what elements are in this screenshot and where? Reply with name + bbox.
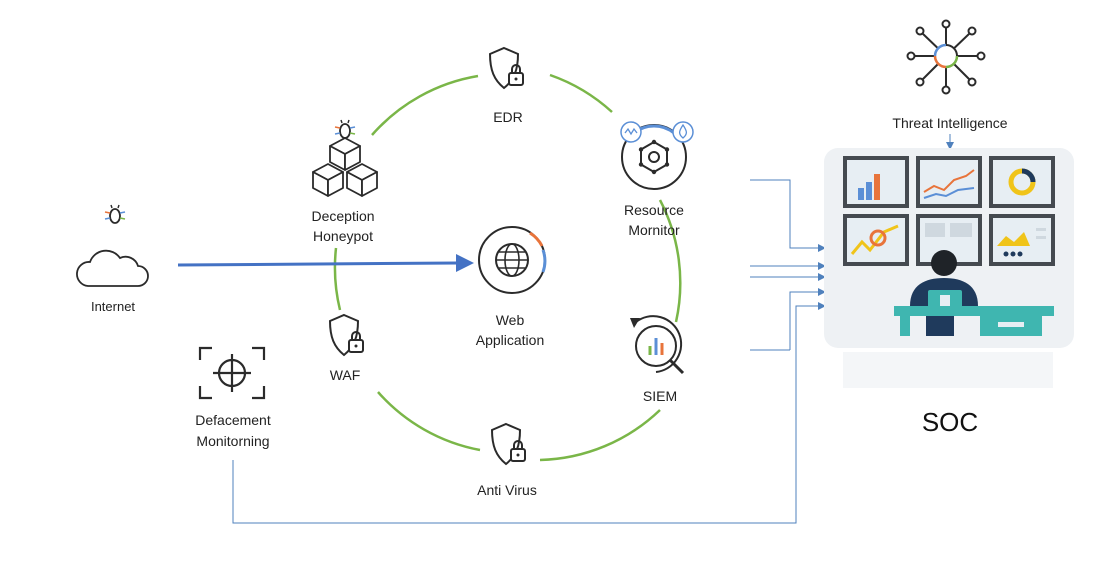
resource-monitor-label-line2: Mornitor — [628, 222, 680, 238]
resource-monitor-icon — [620, 121, 694, 190]
siem-magnifier-icon — [630, 315, 685, 375]
ring-arc-right — [658, 199, 682, 323]
ring-arc-left — [333, 247, 342, 311]
ring-arc-top-right — [549, 73, 613, 113]
deception-bug-icon — [334, 119, 356, 139]
honeypot-cubes-icon — [312, 137, 378, 197]
soc-illustration — [824, 148, 1074, 388]
waf-label: WAF — [329, 367, 361, 383]
web-application-label-line2: Application — [475, 332, 545, 348]
edr-shield-lock-icon — [488, 46, 524, 90]
siem-label: SIEM — [642, 388, 678, 404]
web-application-globe-icon — [478, 226, 547, 294]
antivirus-shield-lock-icon — [490, 422, 526, 466]
ring-arc-top — [371, 74, 479, 136]
waf-shield-lock-icon — [328, 313, 364, 357]
deception-label-line2: Honeypot — [313, 228, 373, 244]
defacement-label-line2: Monitorning — [196, 433, 270, 449]
internet-to-webapp-arrow — [177, 254, 474, 272]
antivirus-label: Anti Virus — [477, 482, 537, 498]
cloud-icon — [76, 249, 149, 287]
resource-monitor-label-line1: Resource — [624, 202, 684, 218]
defacement-target-icon — [198, 346, 266, 400]
internet-bug-icon — [104, 204, 126, 224]
ring-arc-bottom-right — [539, 409, 661, 462]
security-ring — [333, 73, 682, 462]
threat-intelligence-label: Threat Intelligence — [892, 115, 1008, 131]
deception-label-line1: Deception — [311, 208, 375, 224]
edr-label: EDR — [493, 109, 523, 125]
soc-connectors — [232, 134, 951, 524]
soc-label: SOC — [921, 407, 979, 437]
internet-label: Internet — [90, 299, 136, 314]
threat-intelligence-network-icon — [906, 19, 986, 95]
web-application-label-line1: Web — [495, 312, 525, 328]
defacement-label-line1: Defacement — [195, 412, 271, 428]
ring-arc-bottom-left — [377, 391, 481, 452]
connector-arrowheads — [818, 142, 954, 310]
